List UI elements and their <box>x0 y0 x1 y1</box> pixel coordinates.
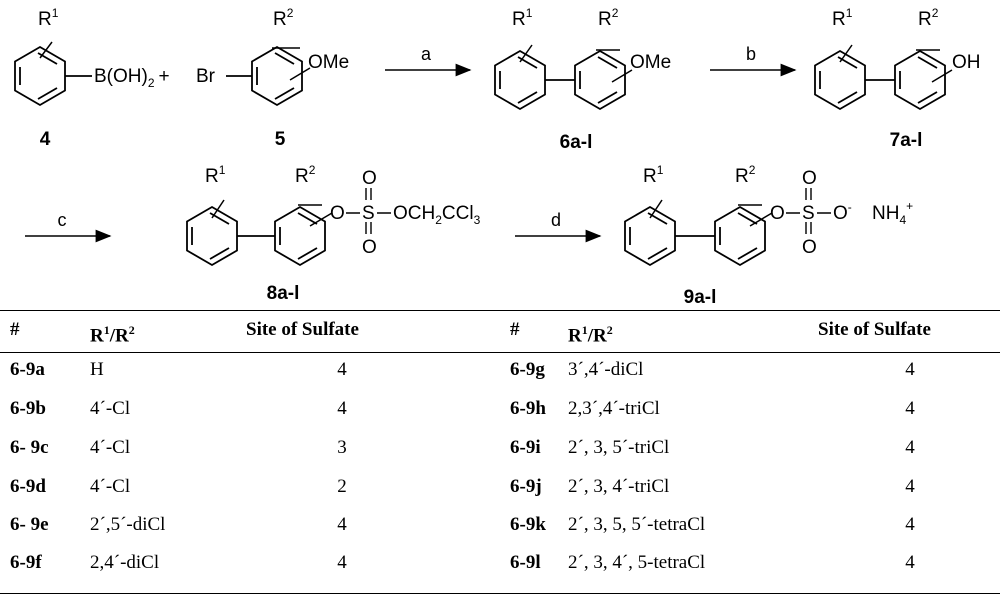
compound-id: 6- 9c <box>10 437 49 458</box>
substituents: 2´, 3, 5, 5´-tetraCl <box>568 514 706 535</box>
svg-text:R2: R2 <box>918 6 939 30</box>
substituents: 2´, 3, 4´-triCl <box>568 476 670 497</box>
header-site-of-sulfate: Site of Sulfate <box>246 319 359 340</box>
svg-text:S: S <box>362 203 375 224</box>
svg-text:b: b <box>746 44 756 64</box>
substituents: 4´-Cl <box>90 398 131 419</box>
structure-compound-7: R1 R2 OH <box>814 6 981 110</box>
substituents: 4´-Cl <box>90 437 131 458</box>
sulfate-site: 4 <box>905 552 915 573</box>
header-number: # <box>10 319 20 340</box>
compound-id: 6-9a <box>10 359 45 380</box>
svg-text:a: a <box>421 44 432 64</box>
svg-text:O: O <box>362 237 377 258</box>
svg-text:O: O <box>362 168 377 189</box>
compound-id: 6-9g <box>510 359 545 380</box>
label-compound-8: 8a-l <box>267 283 300 304</box>
compound-id: 6-9h <box>510 398 546 419</box>
structure-compound-6: R1 R2 OMe <box>494 6 671 110</box>
svg-text:O: O <box>802 168 817 189</box>
svg-text:S: S <box>802 203 815 224</box>
svg-text:c: c <box>58 210 67 230</box>
structure-compound-4: R1 B(OH)2+ <box>14 6 170 106</box>
substituents: 2´,5´-diCl <box>90 514 166 535</box>
arrow-step-b: b <box>710 44 797 77</box>
svg-text:OCH2CCl3: OCH2CCl3 <box>393 203 481 227</box>
table-header-rule <box>0 352 1000 353</box>
compound-id: 6- 9e <box>10 514 49 535</box>
arrow-step-a: a <box>385 44 472 77</box>
substituents: 2´, 3, 4´, 5-tetraCl <box>568 552 706 573</box>
compound-id: 6-9j <box>510 476 542 497</box>
sulfate-site: 3 <box>337 437 347 458</box>
reaction-scheme: R1 B(OH)2+ 4 Br R2 OMe 5 a R1 R2 OMe 6a-… <box>14 6 981 308</box>
svg-text:B(OH)2+: B(OH)2+ <box>94 66 170 90</box>
substituents: 3´,4´-diCl <box>568 359 644 380</box>
structure-compound-5: Br R2 OMe <box>196 6 349 106</box>
sulfate-site: 4 <box>337 359 347 380</box>
arrow-step-c: c <box>25 210 112 243</box>
structure-compound-9: R1 R2 O S O O O- NH4+ <box>624 163 913 266</box>
label-compound-4: 4 <box>40 129 51 150</box>
svg-text:R1: R1 <box>512 6 533 30</box>
svg-text:d: d <box>551 210 561 230</box>
compound-id: 6-9b <box>10 398 46 419</box>
svg-text:OH: OH <box>952 52 981 73</box>
sulfate-site: 4 <box>905 437 915 458</box>
svg-text:R1: R1 <box>832 6 853 30</box>
header-site-of-sulfate-right: Site of Sulfate <box>818 319 931 340</box>
svg-text:R2: R2 <box>735 163 756 187</box>
header-substituents: R1/R2 <box>90 323 135 347</box>
substituents: 2,4´-diCl <box>90 552 160 573</box>
svg-text:O-: O- <box>833 200 852 224</box>
label-compound-9: 9a-l <box>684 287 717 308</box>
header-substituents-right: R1/R2 <box>568 323 613 347</box>
label-compound-7: 7a-l <box>890 130 923 151</box>
sulfate-site: 4 <box>337 514 347 535</box>
sulfate-site: 4 <box>337 398 347 419</box>
svg-text:R2: R2 <box>273 6 294 30</box>
sulfate-site: 4 <box>905 398 915 419</box>
compound-id: 6-9k <box>510 514 546 535</box>
table-bottom-rule <box>0 593 1000 594</box>
compound-id: 6-9i <box>510 437 541 458</box>
compound-id: 6-9l <box>510 552 541 573</box>
svg-text:O: O <box>802 237 817 258</box>
sulfate-site: 2 <box>337 476 347 497</box>
sulfate-site: 4 <box>905 514 915 535</box>
substituents: 4´-Cl <box>90 476 131 497</box>
svg-text:NH4+: NH4+ <box>872 199 913 227</box>
arrow-step-d: d <box>515 210 602 243</box>
svg-text:O: O <box>330 203 345 224</box>
sulfate-site: 4 <box>337 552 347 573</box>
svg-text:R1: R1 <box>205 163 226 187</box>
sulfate-site: 4 <box>905 359 915 380</box>
substituents: 2,3´,4´-triCl <box>568 398 660 419</box>
substituents: 2´, 3, 5´-triCl <box>568 437 670 458</box>
svg-text:Br: Br <box>196 66 216 87</box>
svg-text:O: O <box>770 203 785 224</box>
substituents: H <box>90 359 104 380</box>
structure-compound-8: R1 R2 O S O O OCH2CCl3 <box>186 163 481 266</box>
svg-text:R1: R1 <box>643 163 664 187</box>
compound-id: 6-9f <box>10 552 42 573</box>
sulfate-site: 4 <box>905 476 915 497</box>
svg-text:OMe: OMe <box>630 52 671 73</box>
table-top-rule <box>0 310 1000 311</box>
header-number-right: # <box>510 319 520 340</box>
label-compound-6: 6a-l <box>560 132 593 153</box>
svg-text:R2: R2 <box>295 163 316 187</box>
compound-id: 6-9d <box>10 476 46 497</box>
label-compound-5: 5 <box>275 129 286 150</box>
svg-text:OMe: OMe <box>308 52 349 73</box>
svg-text:R1: R1 <box>38 6 59 30</box>
svg-text:R2: R2 <box>598 6 619 30</box>
